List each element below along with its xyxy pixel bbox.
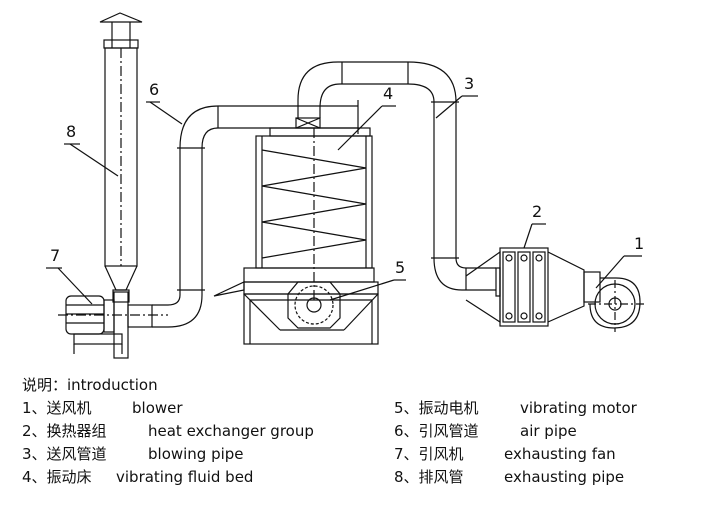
equipment-diagram: 1 2 3 4 5 6 7 8 [46,12,646,359]
legend-item-en: heat exchanger group [148,422,314,440]
legend-item-zh: 2、换热器组 [22,422,107,440]
legend-item-en: exhausting fan [504,445,616,463]
legend-item-en: vibrating motor [520,399,637,417]
callout-8: 8 [66,122,76,141]
callout-3: 3 [464,74,474,93]
vibrating-motor-drawing [287,281,341,329]
legend-item-zh: 8、排风管 [394,468,464,486]
legend-item-en: blower [132,399,183,417]
heat-exchanger-drawing [465,247,585,327]
legend-item-en: blowing pipe [148,445,244,463]
callout-1: 1 [634,234,644,253]
legend-item: 3、送风管道 blowing pipe [22,443,314,466]
legend: 说明：introduction 1、送风机 blower 2、换热器组 heat e… [22,374,702,514]
legend-item-zh: 6、引风管道 [394,422,479,440]
legend-item: 4、振动床 vibrating fluid bed [22,466,314,489]
exhausting-pipe-drawing [99,12,143,303]
legend-item-zh: 7、引风机 [394,445,464,463]
legend-item-zh: 4、振动床 [22,468,92,486]
callout-5: 5 [395,258,405,277]
legend-right-column: 5、振动电机 vibrating motor 6、引风管道 air pipe 7、引… [394,397,637,489]
legend-item: 1、送风机 blower [22,397,314,420]
callouts: 1 2 3 4 5 6 7 8 [46,74,644,305]
legend-item-en: exhausting pipe [504,468,625,486]
callout-2: 2 [532,202,542,221]
callout-7: 7 [50,246,60,265]
legend-item: 7、引风机 exhausting fan [394,443,637,466]
callout-4: 4 [383,84,393,103]
blower-drawing [583,271,646,332]
legend-item: 8、排风管 exhausting pipe [394,466,637,489]
legend-item: 6、引风管道 air pipe [394,420,637,443]
blowing-pipe-drawing [297,61,496,291]
legend-item-en: air pipe [520,422,577,440]
legend-item-zh: 5、振动电机 [394,399,479,417]
callout-6: 6 [149,80,159,99]
legend-item: 2、换热器组 heat exchanger group [22,420,314,443]
legend-item-zh: 1、送风机 [22,399,92,417]
vibrating-bed-drawing [213,127,379,345]
legend-item-en: vibrating fluid bed [116,468,254,486]
legend-item-zh: 3、送风管道 [22,445,107,463]
legend-left-column: 1、送风机 blower 2、换热器组 heat exchanger group 3… [22,397,314,489]
legend-heading: 说明：introduction [22,376,158,394]
exhausting-fan-drawing [58,291,203,359]
legend-item: 5、振动电机 vibrating motor [394,397,637,420]
